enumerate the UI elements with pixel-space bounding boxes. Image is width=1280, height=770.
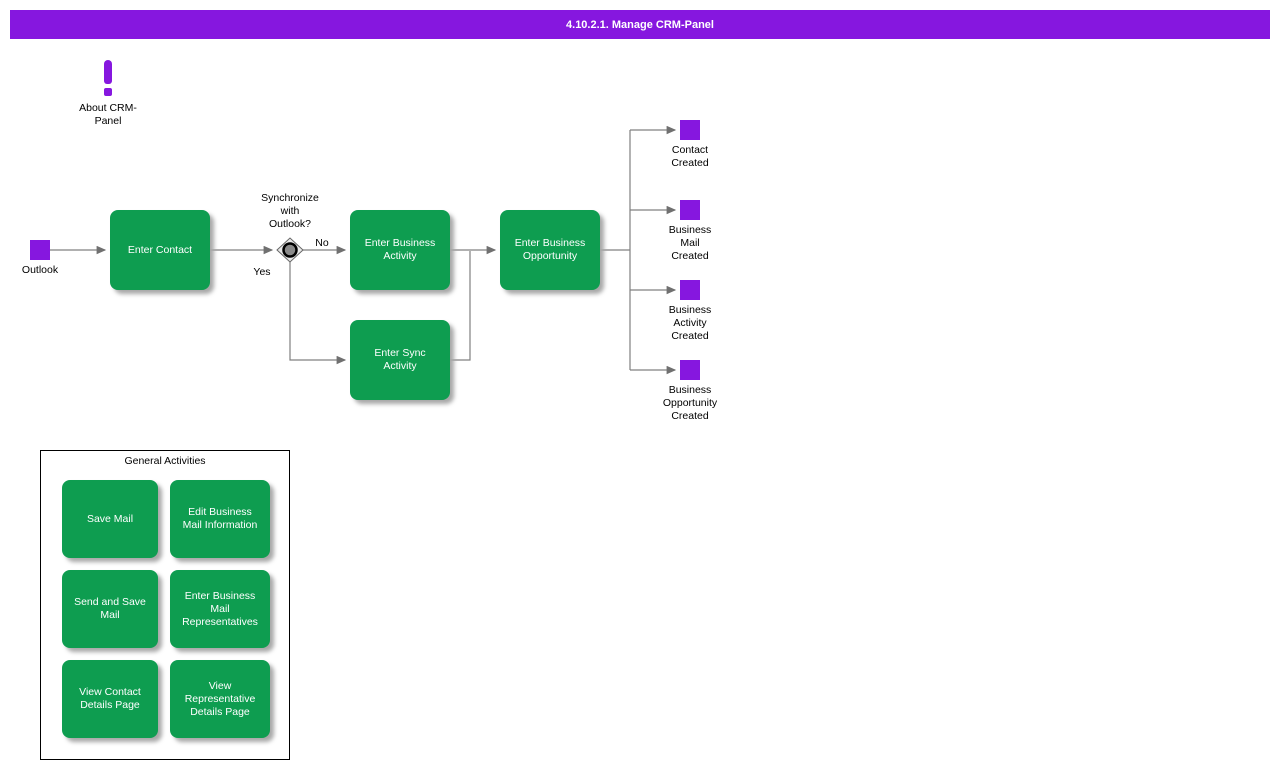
end-event-business-mail-created[interactable] [680,200,700,220]
process-label: Enter Contact [127,243,193,256]
decision-diamond[interactable] [276,237,304,263]
decision-yes-label: Yes [253,266,271,278]
page-title: 4.10.2.1. Manage CRM-Panel [10,10,1270,39]
process-enter-sync-activity[interactable]: Enter Sync Activity [350,320,450,400]
end-event-label: Business Opportunity Created [662,384,718,422]
process-label: Enter Sync Activity [374,347,426,372]
process-label: Send and Save Mail [74,596,146,621]
general-activities-title: General Activities [124,455,206,467]
about-label[interactable]: About CRM- Panel [79,102,137,127]
connector-sync-join [450,251,471,361]
process-label: View Contact Details Page [79,686,141,711]
about-exclamation-icon[interactable] [100,60,116,98]
exclamation-dot [104,88,112,96]
process-enter-business-opportunity[interactable]: Enter Business Opportunity [500,210,600,290]
start-event-outlook[interactable] [30,240,50,260]
activity-send-and-save-mail[interactable]: Send and Save Mail [62,570,158,648]
end-event-business-opportunity-created[interactable] [680,360,700,380]
activity-edit-business-mail-information[interactable]: Edit Business Mail Information [170,480,270,558]
end-event-label: Business Mail Created [668,224,712,262]
connector-decision-yes [289,262,347,365]
end-event-business-activity-created[interactable] [680,280,700,300]
decision-question-label: Synchronize with Outlook? [261,192,319,230]
decision-no-label: No [315,237,329,249]
activity-enter-business-mail-representatives[interactable]: Enter Business Mail Representatives [170,570,270,648]
process-enter-contact[interactable]: Enter Contact [110,210,210,290]
end-event-label: Business Activity Created [668,304,712,342]
process-label: Save Mail [86,512,134,525]
exclamation-bar [104,60,112,84]
process-enter-business-activity[interactable]: Enter Business Activity [350,210,450,290]
activity-save-mail[interactable]: Save Mail [62,480,158,558]
process-label: View Representative Details Page [184,679,256,718]
start-event-label: Outlook [21,264,59,276]
end-event-label: Contact Created [671,144,709,169]
process-label: Enter Business Activity [364,237,436,262]
process-label: Enter Business Mail Representatives [182,589,258,628]
process-label: Edit Business Mail Information [182,506,258,531]
activity-view-contact-details-page[interactable]: View Contact Details Page [62,660,158,738]
connector-opportunity-branch [600,130,631,370]
end-event-contact-created[interactable] [680,120,700,140]
process-label: Enter Business Opportunity [514,237,586,262]
activity-view-representative-details-page[interactable]: View Representative Details Page [170,660,270,738]
